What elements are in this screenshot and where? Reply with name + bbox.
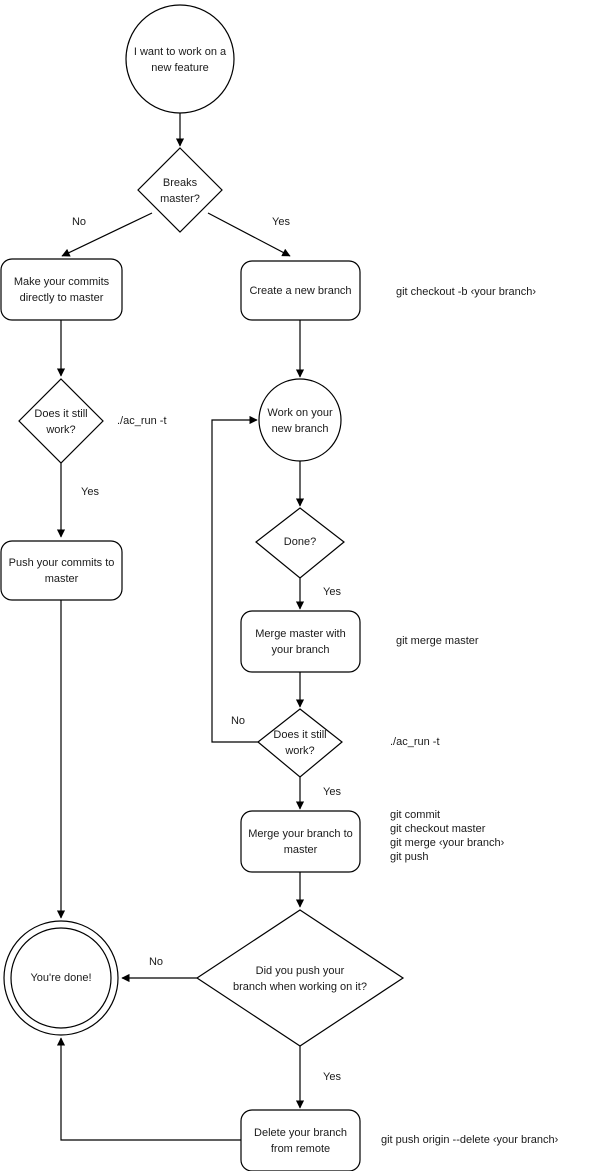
node-push-commits[interactable]: Push your commits to master [0,540,123,601]
node-work-on-branch-label-line1: Work on your [267,407,333,419]
annotation-merge-master-cmd: git merge master [396,635,479,647]
node-did-you-push[interactable]: Did you push your branch when working on… [195,909,405,1047]
node-breaks-master-label-line1: Breaks [163,177,198,189]
node-did-you-push-label-line2: branch when working on it? [233,981,367,993]
node-merge-master-label-line1: Merge master with [255,628,345,640]
node-does-it-work-left-label-line1: Does it still [34,408,87,420]
node-merge-branch-label-line2: master [284,844,318,856]
node-merge-branch[interactable]: Merge your branch to master [240,810,361,873]
annotation-create-branch-cmd: git checkout -b ‹your branch› [396,286,536,298]
node-does-it-work-right-label-line2: work? [284,745,314,757]
node-done-question[interactable]: Done? [255,507,345,579]
node-breaks-master[interactable]: Breaks master? [137,147,223,233]
edge-label-done-yes: Yes [323,586,341,598]
edge-label-left-work-yes: Yes [81,486,99,498]
node-start-label-line1: I want to work on a [134,46,227,58]
node-end[interactable]: You're done! [3,920,119,1036]
node-did-you-push-label-line1: Did you push your [256,965,345,977]
edge-delete-branch-to-end [56,1037,241,1141]
annotation-merge-branch-cmd-1: git checkout master [390,823,486,835]
annotation-merge-branch-cmd-0: git commit [390,809,440,821]
node-delete-branch[interactable]: Delete your branch from remote [240,1109,361,1171]
node-merge-master[interactable]: Merge master with your branch [240,610,361,673]
node-make-commits[interactable]: Make your commits directly to master [0,258,123,321]
node-does-it-work-left-label-line2: work? [45,424,75,436]
node-create-branch[interactable]: Create a new branch [240,260,361,321]
annotation-merge-branch-cmd-2: git merge ‹your branch› [390,837,505,849]
edge-breaks-master-yes [207,212,291,257]
node-push-commits-label-line1: Push your commits to [9,557,115,569]
annotation-right-test-cmd: ./ac_run -t [390,736,440,748]
node-end-label: You're done! [30,972,91,984]
annotation-merge-branch-cmd-3: git push [390,851,429,863]
node-does-it-work-left[interactable]: Does it still work? [18,378,104,464]
node-breaks-master-label-line2: master? [160,193,200,205]
node-make-commits-label-line2: directly to master [20,292,104,304]
node-merge-branch-label-line1: Merge your branch to [248,828,353,840]
node-delete-branch-label-line2: from remote [271,1143,330,1155]
node-does-it-work-right-label-line1: Does it still [273,729,326,741]
edge-label-right-work-no: No [231,715,245,727]
node-work-on-branch-label-line2: new branch [272,423,329,435]
edge-right-test-no-loop [211,415,258,743]
node-start-label-line2: new feature [151,62,208,74]
node-merge-master-label-line2: your branch [271,644,329,656]
node-done-question-label: Done? [284,536,316,548]
node-create-branch-label: Create a new branch [249,285,351,297]
node-work-on-branch[interactable]: Work on your new branch [258,378,342,462]
edge-label-breaks-no: No [72,216,86,228]
edge-breaks-master-no [61,212,153,257]
edge-label-right-work-yes: Yes [323,786,341,798]
node-does-it-work-right[interactable]: Does it still work? [257,708,343,778]
node-push-commits-label-line2: master [45,573,79,585]
edge-label-breaks-yes: Yes [272,216,290,228]
node-start[interactable]: I want to work on a new feature [125,4,235,114]
annotation-delete-branch-cmd: git push origin --delete ‹your branch› [381,1134,559,1146]
edge-label-push-no: No [149,956,163,968]
annotation-left-test-cmd: ./ac_run -t [117,415,167,427]
edge-label-push-yes: Yes [323,1071,341,1083]
node-delete-branch-label-line1: Delete your branch [254,1127,347,1139]
node-make-commits-label-line1: Make your commits [14,276,110,288]
